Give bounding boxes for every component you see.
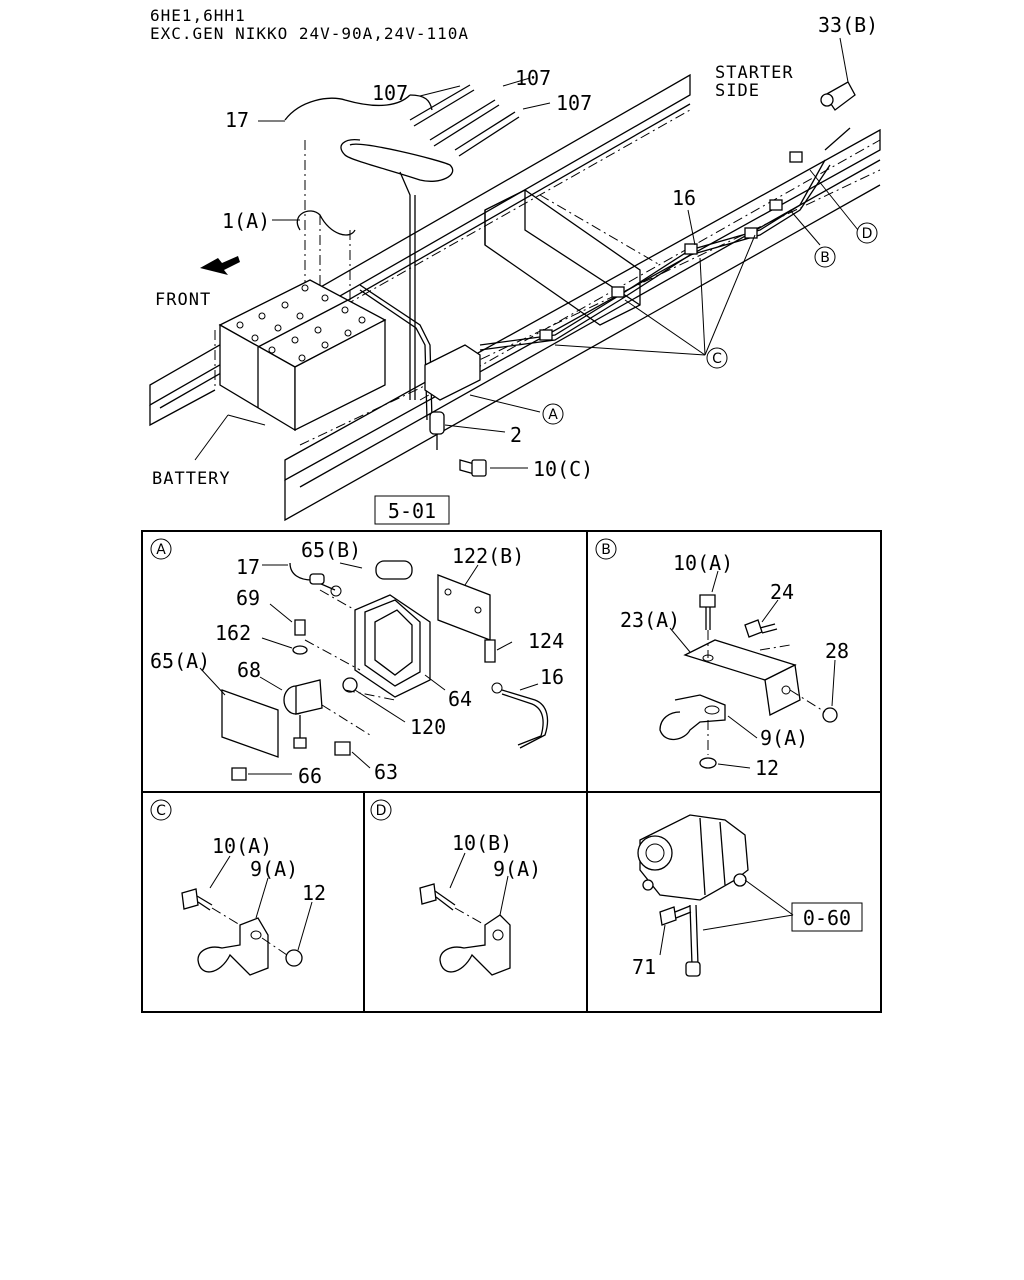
battery-label: BATTERY: [152, 469, 231, 489]
callout-16: 16: [672, 186, 696, 210]
detail-panels-frame: [141, 530, 882, 1013]
label-24: 24: [770, 580, 794, 604]
callout-107-a: 107: [372, 81, 408, 105]
label-12: 12: [755, 756, 779, 780]
label-64: 64: [448, 687, 472, 711]
circle-tag-b: B: [814, 246, 836, 268]
frame-rails: [149, 73, 881, 522]
terminal-cap-33b: [820, 81, 856, 111]
label-71: 71: [632, 955, 656, 979]
panel-a-tag: A: [150, 538, 172, 560]
label-16: 16: [540, 665, 564, 689]
label-9a: 9(A): [250, 857, 298, 881]
label-120: 120: [410, 715, 446, 739]
starter-side-label-1: STARTER: [715, 63, 794, 83]
svg-text:A: A: [156, 542, 166, 558]
svg-text:5-01: 5-01: [388, 499, 436, 523]
panel-a: A: [150, 538, 564, 788]
cable-clips: [539, 151, 803, 341]
junction-box-a: [424, 344, 481, 401]
panel-d: D 10(B) 9(A): [370, 799, 541, 976]
label-122b: 122(B): [452, 544, 524, 568]
label-10a: 10(A): [673, 551, 733, 575]
callout-107-c: 107: [556, 91, 592, 115]
panel-b: B 10(A) 24 23(A): [595, 538, 849, 780]
svg-text:C: C: [156, 803, 166, 819]
label-162: 162: [215, 621, 251, 645]
label-66: 66: [298, 764, 322, 788]
label-10b: 10(B): [452, 831, 512, 855]
label-63: 63: [374, 760, 398, 784]
terminal-2: [429, 411, 445, 450]
svg-text:D: D: [376, 803, 387, 819]
circle-tag-d: D: [856, 222, 878, 244]
label-9a: 9(A): [493, 857, 541, 881]
label-10a: 10(A): [212, 834, 272, 858]
svg-text:C: C: [712, 351, 722, 367]
label-65b: 65(B): [301, 538, 361, 562]
panel-c-tag: C: [150, 799, 172, 821]
battery-pair: [218, 279, 387, 432]
front-arrow: [200, 256, 240, 275]
callout-17: 17: [225, 108, 249, 132]
reference-box-0-60[interactable]: 0-60: [791, 902, 863, 932]
cable-ties: [409, 84, 520, 157]
circle-tag-a: A: [542, 403, 564, 425]
label-69: 69: [236, 586, 260, 610]
circle-tag-c: C: [706, 347, 728, 369]
front-label: FRONT: [155, 290, 211, 310]
label-9a: 9(A): [760, 726, 808, 750]
panel-c: C 10(A) 9(A) 12: [150, 799, 326, 976]
header-model-line: 6HE1,6HH1: [150, 6, 246, 25]
label-68: 68: [237, 658, 261, 682]
starter-side-label-2: SIDE: [715, 81, 760, 101]
bolt-10c: [459, 459, 487, 477]
callout-1a: 1(A): [222, 209, 270, 233]
svg-text:D: D: [862, 226, 873, 242]
svg-text:A: A: [548, 407, 558, 423]
label-23a: 23(A): [620, 608, 680, 632]
svg-text:B: B: [601, 542, 611, 558]
svg-text:B: B: [820, 250, 830, 266]
svg-text:0-60: 0-60: [803, 906, 851, 930]
panel-d-tag: D: [370, 799, 392, 821]
main-leader-lines: [194, 37, 859, 469]
callout-10c: 10(C): [533, 457, 593, 481]
cables: [284, 94, 851, 421]
callout-2: 2: [510, 423, 522, 447]
label-124: 124: [528, 629, 564, 653]
callout-33b: 33(B): [818, 13, 878, 37]
callout-107-b: 107: [515, 66, 551, 90]
label-28: 28: [825, 639, 849, 663]
label-65a: 65(A): [150, 649, 210, 673]
label-17: 17: [236, 555, 260, 579]
label-12: 12: [302, 881, 326, 905]
panel-starter: 0-60 71: [632, 814, 863, 979]
reference-box-5-01[interactable]: 5-01: [374, 495, 450, 525]
panel-b-tag: B: [595, 538, 617, 560]
header-exclusion-line: EXC.GEN NIKKO 24V-90A,24V-110A: [150, 24, 469, 43]
